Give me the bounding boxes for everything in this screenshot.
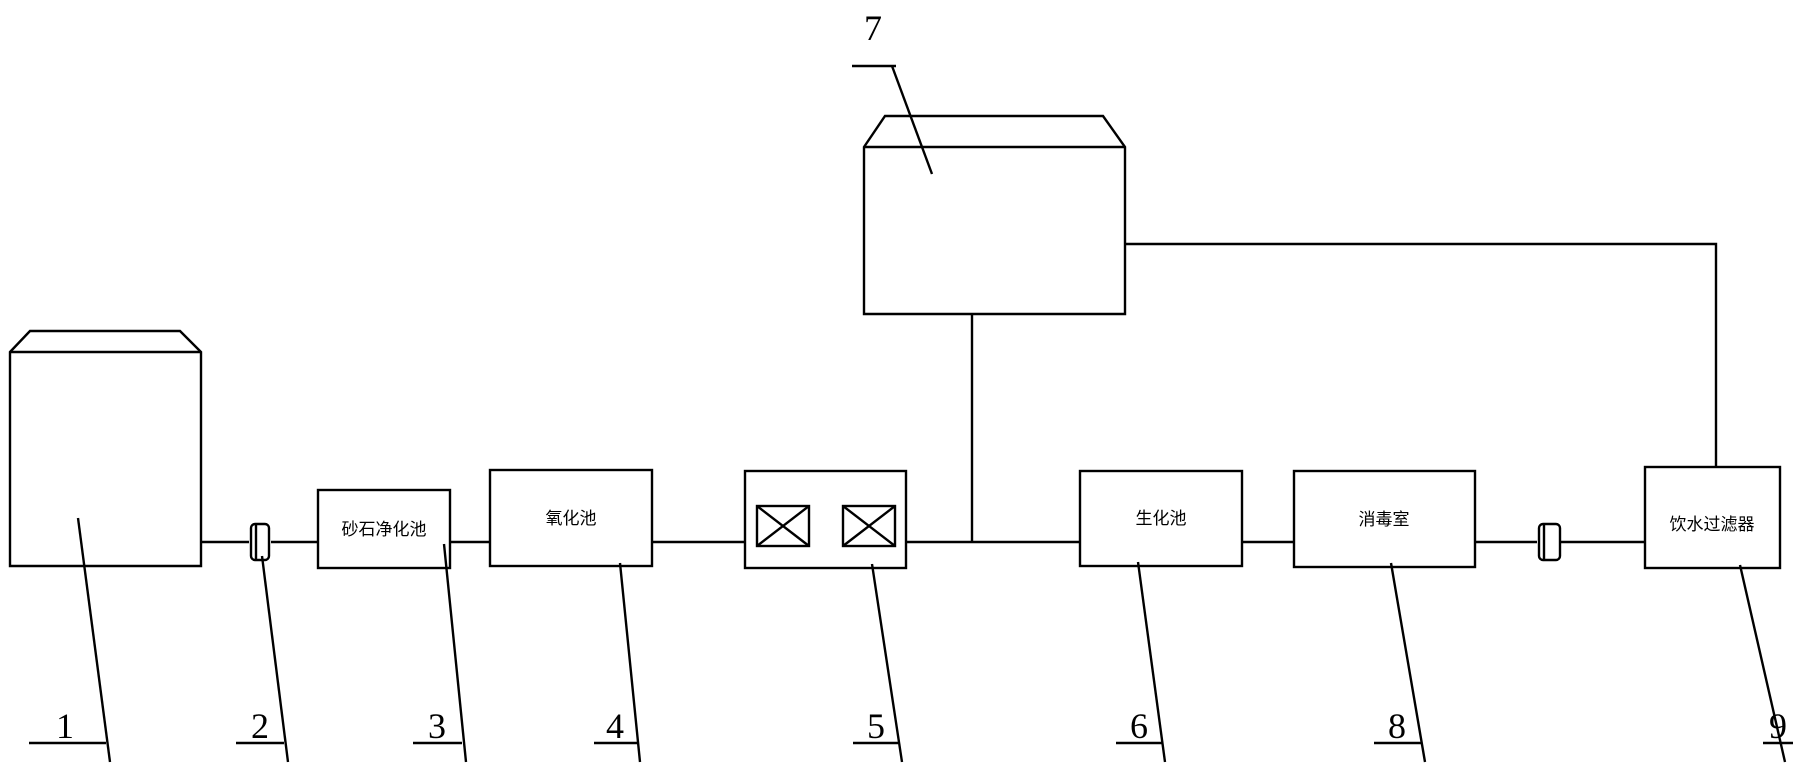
number-6: 6 bbox=[1130, 706, 1148, 746]
tank-7 bbox=[862, 114, 1127, 316]
label-6: 生化池 bbox=[1136, 509, 1187, 529]
valve-2 bbox=[249, 522, 271, 562]
number-8: 8 bbox=[1388, 706, 1406, 746]
box-8: 消毒室 bbox=[1292, 469, 1477, 569]
reference-numbers: 1 2 3 4 5 6 7 8 9 bbox=[56, 8, 1787, 746]
label-3: 砂石净化池 bbox=[342, 520, 427, 540]
number-9: 9 bbox=[1769, 706, 1787, 746]
tank-1 bbox=[8, 329, 203, 568]
box-4: 氧化池 bbox=[488, 468, 654, 568]
pipeline-lines bbox=[201, 242, 1718, 544]
box-6: 生化池 bbox=[1078, 469, 1244, 568]
label-8: 消毒室 bbox=[1359, 510, 1410, 530]
valve-unlabeled bbox=[1537, 522, 1562, 562]
pipe-7-9 bbox=[1125, 242, 1718, 467]
number-3: 3 bbox=[428, 706, 446, 746]
leader-lines bbox=[29, 64, 1793, 763]
number-5: 5 bbox=[867, 706, 885, 746]
label-4: 氧化池 bbox=[546, 509, 597, 529]
number-4: 4 bbox=[606, 706, 624, 746]
number-2: 2 bbox=[251, 706, 269, 746]
box-5 bbox=[743, 469, 908, 570]
number-7: 7 bbox=[864, 8, 882, 48]
box-9: 饮水过滤器 bbox=[1643, 465, 1782, 570]
box-3: 砂石净化池 bbox=[316, 488, 452, 570]
number-1: 1 bbox=[56, 706, 74, 746]
label-9: 饮水过滤器 bbox=[1670, 515, 1755, 535]
